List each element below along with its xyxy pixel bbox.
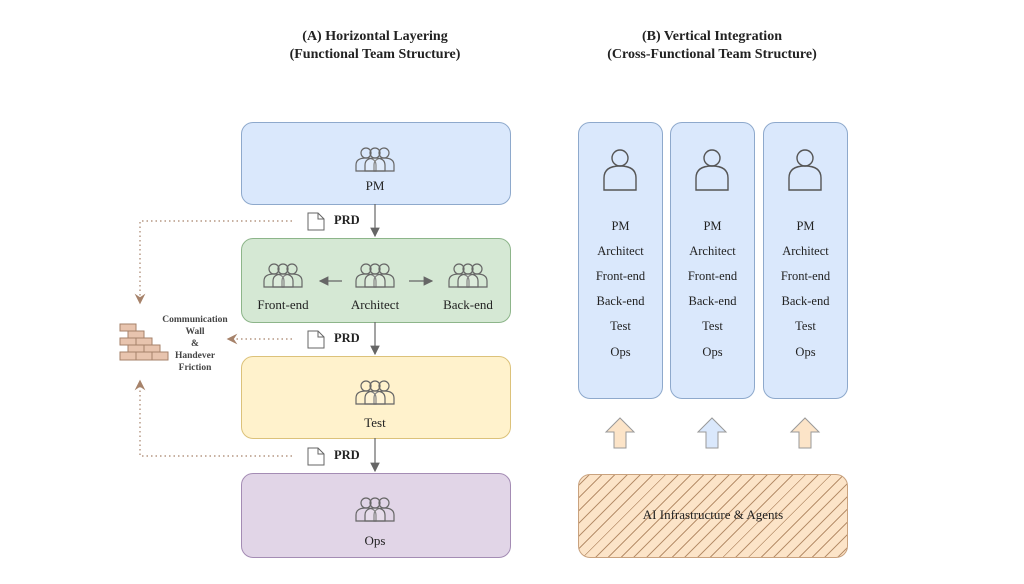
prd-label: PRD <box>334 213 360 227</box>
role-label: Ops <box>610 345 631 359</box>
wall-text-line: Communication <box>162 315 228 325</box>
role-label: Front-end <box>687 269 738 283</box>
ai-infrastructure-box <box>578 474 848 558</box>
ops-team-icon <box>355 497 395 522</box>
role-label: Architect <box>597 244 644 258</box>
title-horizontal: (A) Horizontal Layering (Functional Team… <box>215 28 535 64</box>
up-arrow-icon <box>696 417 728 449</box>
wall-text-line: Friction <box>178 363 212 373</box>
wall-text-line: Wall <box>185 327 205 337</box>
architect-label: Architect <box>350 297 400 312</box>
role-label: Ops <box>702 345 723 359</box>
role-label: Front-end <box>595 269 646 283</box>
communication-wall-text: Communication Wall & Handever Friction <box>155 314 235 374</box>
role-label: Back-end <box>688 294 737 308</box>
wall-text-line: Handever <box>174 351 216 361</box>
backend-team-icon <box>448 263 488 288</box>
prd-label: PRD <box>334 331 360 345</box>
handoff-dotted-lines <box>134 220 292 457</box>
role-label: Architect <box>689 244 736 258</box>
brick-wall-icon <box>119 323 169 361</box>
title-line: (Cross-Functional Team Structure) <box>607 47 817 62</box>
role-label: PM <box>796 219 815 233</box>
frontend-team-icon <box>263 263 303 288</box>
wall-text-line: & <box>191 339 199 349</box>
pm-label: PM <box>365 178 385 193</box>
role-label: Test <box>610 319 631 333</box>
architect-team-icon <box>355 263 395 288</box>
title-line: (Functional Team Structure) <box>289 47 461 62</box>
up-arrow-icon <box>604 417 636 449</box>
up-arrow-icon <box>789 417 821 449</box>
role-label: PM <box>703 219 722 233</box>
backend-label: Back-end <box>443 297 493 312</box>
ops-label: Ops <box>364 533 386 548</box>
role-label: Back-end <box>596 294 645 308</box>
frontend-label: Front-end <box>257 297 309 312</box>
up-arrows <box>604 417 821 449</box>
role-label: Front-end <box>780 269 831 283</box>
title-line: (B) Vertical Integration <box>642 29 782 44</box>
prd-label: PRD <box>334 448 360 462</box>
role-label: Back-end <box>781 294 830 308</box>
role-label: PM <box>611 219 630 233</box>
role-label: Architect <box>782 244 829 258</box>
role-label: Test <box>702 319 723 333</box>
pm-team-icon <box>355 147 395 172</box>
person-icons <box>603 149 822 191</box>
test-team-icon <box>355 380 395 405</box>
ai-infrastructure-label: AI Infrastructure & Agents <box>642 507 784 522</box>
role-label: Ops <box>795 345 816 359</box>
prd-doc-icons <box>307 212 325 466</box>
test-label: Test <box>364 415 386 430</box>
flow-arrows <box>318 204 434 473</box>
title-vertical: (B) Vertical Integration (Cross-Function… <box>552 28 872 64</box>
title-line: (A) Horizontal Layering <box>302 29 448 44</box>
role-label: Test <box>795 319 816 333</box>
